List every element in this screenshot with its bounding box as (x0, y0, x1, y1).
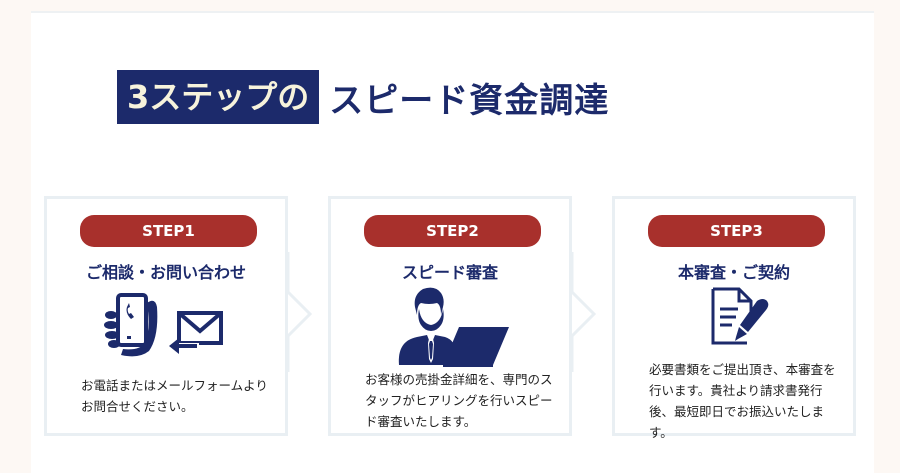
section-heading: 3ステップの スピード資金調達 (117, 70, 609, 124)
chevron-right-icon (570, 252, 596, 372)
step-title: 本審査・ご契約 (677, 263, 790, 282)
heading-highlight: 3ステップの (117, 70, 320, 124)
step-description: お電話またはメールフォームよりお問合せください。 (81, 378, 268, 414)
step-card-2: STEP2 スピード審査 お客様の売掛金詳細を、専門のスタッフがヒアリングを行い… (328, 196, 572, 436)
chevron-right-icon (286, 252, 312, 372)
step-description: 必要書類をご提出頂き、本審査を行います。貴社より請求書発行後、最短即日でお振込い… (649, 362, 836, 440)
phone-mail-icon (104, 293, 223, 357)
heading-text: スピード資金調達 (329, 80, 610, 121)
step-badge: STEP1 (80, 215, 257, 247)
step-badge: STEP3 (648, 215, 825, 247)
step-title: ご相談・お問い合わせ (85, 263, 246, 282)
step-card-1: STEP1 ご相談・お問い合わせ お電話またはメールフォームよりお問合せください… (44, 196, 288, 436)
document-pen-icon (711, 287, 769, 345)
step-title: スピード審査 (401, 263, 498, 282)
step-badge: STEP2 (364, 215, 541, 247)
businessman-laptop-icon (398, 287, 509, 367)
step-description: お客様の売掛金詳細を、専門のスタッフがヒアリングを行いスピード審査いたします。 (365, 372, 553, 429)
step-card-3: STEP3 本審査・ご契約 必要書類をご提出頂き、本審査を行います。貴社より請求… (612, 196, 856, 440)
